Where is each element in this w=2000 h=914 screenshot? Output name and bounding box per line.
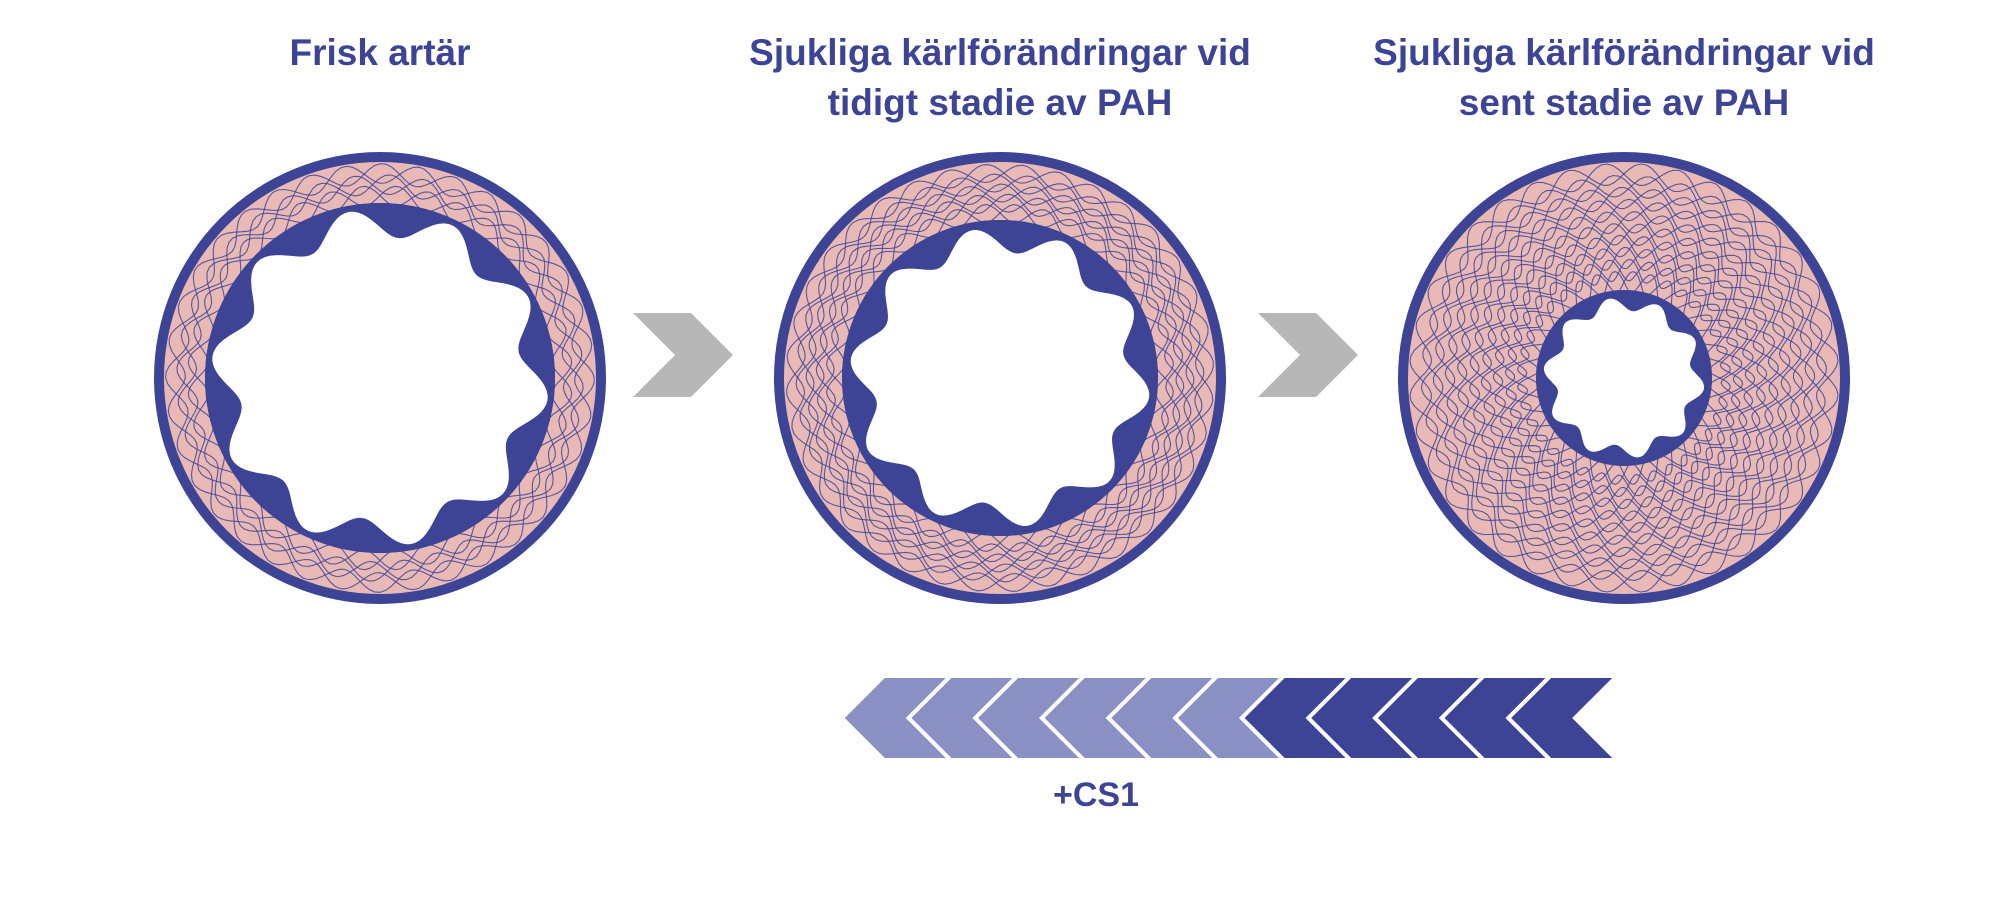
tissue-fibre (177, 174, 583, 582)
tissue-fibre (1505, 258, 1743, 498)
tissue-fibre (1469, 223, 1779, 533)
tissue-fibre (786, 164, 1214, 592)
tissue-fibre (1457, 211, 1791, 545)
tissue-fibre (826, 204, 1174, 552)
tissue-fibre (1444, 200, 1804, 556)
tissue-fibre (1435, 186, 1813, 570)
tissue-fibre (165, 165, 595, 591)
treatment-label: +CS1 (1053, 776, 1139, 814)
tissue-fibre (176, 175, 584, 581)
tissue-fibre (1492, 248, 1756, 508)
stage-title-healthy: Frisk artär (289, 32, 471, 73)
tissue-fibre (815, 195, 1185, 561)
tissue-fibre (1457, 211, 1791, 545)
tissue-fibre (1446, 198, 1802, 558)
tissue-fibre (795, 175, 1205, 581)
tissue-fibre (167, 163, 593, 593)
tissue-fibre (1420, 176, 1828, 580)
vessel-early-pah (774, 152, 1226, 604)
tissue-fibre (1517, 271, 1731, 485)
tissue-fibre (1494, 246, 1754, 510)
tissue-fibre (805, 185, 1195, 571)
progression-arrow-1 (633, 313, 733, 397)
stage-title-late-pah: Sjukliga kärlförändringar vid sent stadi… (1373, 32, 1875, 123)
tissue-fibre (1432, 189, 1816, 567)
treatment-chevron-arrow (839, 674, 1622, 762)
lumen (212, 211, 548, 545)
tissue-fibre (1469, 223, 1779, 533)
progression-arrow-2 (1258, 313, 1358, 397)
stage-title-early-pah: Sjukliga kärlförändringar vid tidigt sta… (749, 32, 1251, 123)
tissue-fibre (1504, 259, 1744, 497)
tissue-fibre (807, 183, 1193, 573)
tissue-fibre (187, 185, 573, 571)
tissue-fibre (797, 173, 1203, 583)
tissue-fibre (817, 193, 1183, 563)
vessel-healthy (154, 152, 606, 604)
vessel-late-pah (1398, 152, 1850, 604)
tissue-fibre (1422, 174, 1826, 582)
tissue-fibre (1482, 234, 1766, 522)
chevron-segment (1505, 674, 1622, 762)
lumen (850, 230, 1150, 526)
tissue-fibre (786, 164, 1214, 592)
tissue-fibre (1409, 163, 1839, 593)
lumen (1543, 298, 1705, 458)
